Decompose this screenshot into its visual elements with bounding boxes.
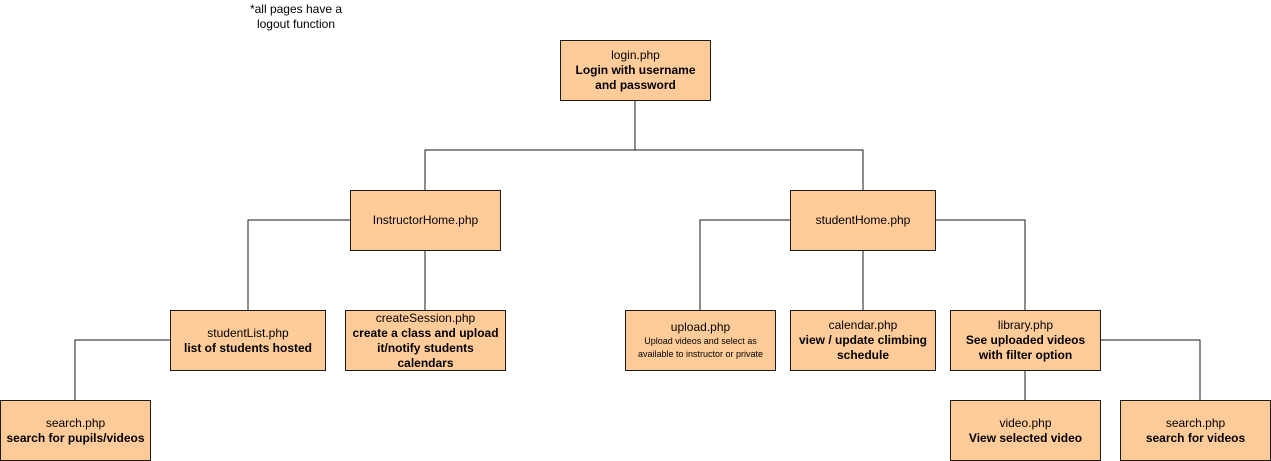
search-instructor-node[interactable]: search.php search for pupils/videos [0, 400, 151, 461]
node-file-label: login.php [611, 48, 660, 62]
node-description: view / update climbing schedule [798, 333, 928, 362]
node-description: Login with username and password [575, 63, 696, 92]
node-file-label: studentList.php [207, 325, 289, 340]
edge-instructor-studentlist [247, 219, 350, 310]
node-description: Upload videos and select as available to… [637, 336, 764, 359]
instructor-home-node[interactable]: InstructorHome.php [350, 190, 501, 251]
student-home-node[interactable]: studentHome.php [790, 190, 936, 251]
node-description: View selected video [968, 430, 1083, 445]
edge-login-instructor [424, 100, 636, 190]
edge-library-search [1100, 339, 1201, 400]
login-node[interactable]: login.php Login with username and passwo… [560, 40, 711, 101]
search-student-node[interactable]: search.php search for videos [1120, 400, 1271, 461]
node-file-label: upload.php [670, 320, 731, 334]
node-file-label: library.php [997, 318, 1054, 332]
edge-studentlist-search [74, 339, 170, 400]
node-file-label: search.php [1165, 415, 1226, 430]
logout-note: *all pages have a logout function [249, 2, 343, 31]
node-file-label: studentHome.php [815, 213, 911, 227]
node-file-label: search.php [45, 415, 106, 430]
node-description: create a class and upload it/notify stud… [352, 325, 499, 370]
node-description: search for videos [1145, 430, 1246, 445]
node-description: list of students hosted [183, 340, 312, 355]
node-file-label: video.php [999, 415, 1052, 430]
node-file-label: createSession.php [375, 310, 476, 325]
upload-node[interactable]: upload.php Upload videos and select as a… [625, 310, 776, 371]
student-list-node[interactable]: studentList.php list of students hosted [170, 310, 326, 371]
node-description: search for pupils/videos [6, 430, 145, 445]
video-node[interactable]: video.php View selected video [950, 400, 1101, 461]
node-file-label: calendar.php [828, 318, 898, 332]
calendar-node[interactable]: calendar.php view / update climbing sche… [790, 310, 936, 371]
create-session-node[interactable]: createSession.php create a class and upl… [345, 310, 506, 371]
library-node[interactable]: library.php See uploaded videos with fil… [950, 310, 1101, 371]
edge-student-upload [699, 219, 790, 310]
edge-login-student [635, 149, 864, 190]
edge-student-library [936, 219, 1026, 310]
node-description: See uploaded videos with filter option [965, 333, 1086, 362]
node-file-label: InstructorHome.php [372, 213, 479, 227]
